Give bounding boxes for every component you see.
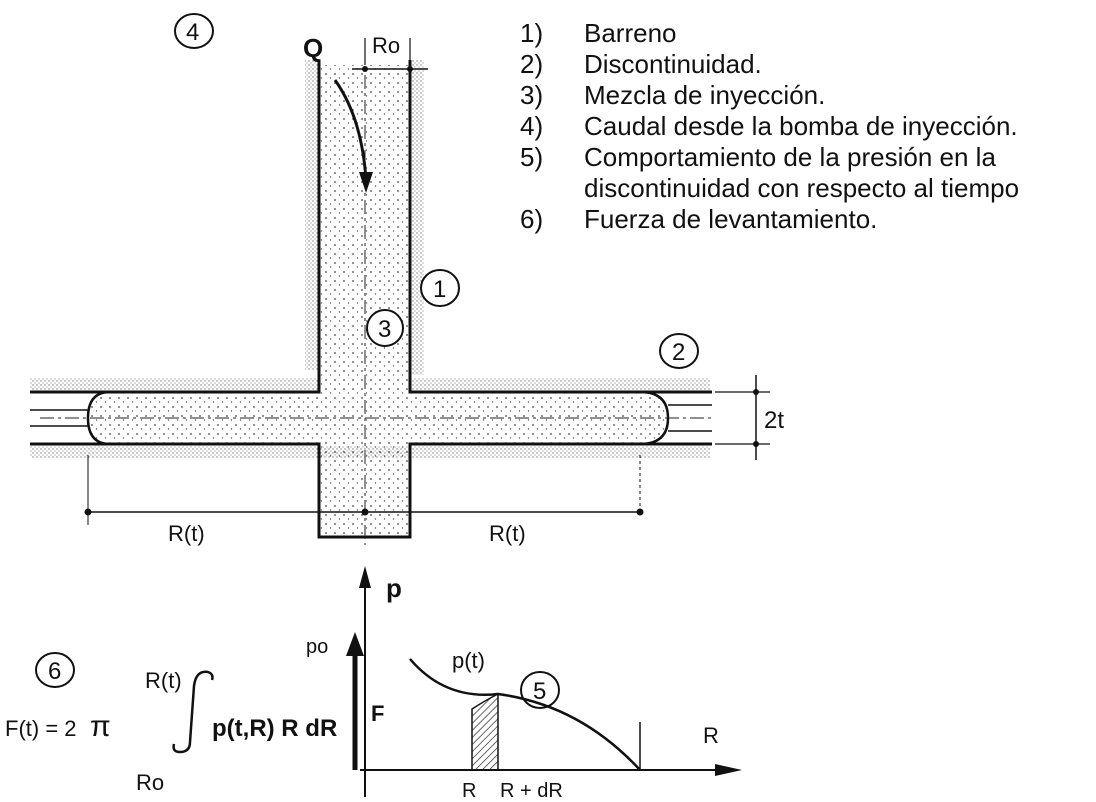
r-axis-label: R [703, 723, 719, 748]
legend-number: 5) [520, 142, 544, 172]
legend-item: 1) Barreno [520, 18, 1092, 49]
formula-lhs: F(t) = 2 [5, 716, 77, 741]
rt-dot-left [84, 508, 92, 516]
rock-shading-top-right [410, 378, 710, 392]
legend-text: Mezcla de inyección. [584, 80, 826, 110]
callout-4-circle [174, 13, 214, 49]
legend-item: 3) Mezcla de inyección. [520, 80, 1092, 111]
pressure-strip-hatched [471, 692, 499, 771]
formula-pi: π [90, 710, 111, 743]
legend-item: 5) Comportamiento de la presión en la di… [520, 142, 1092, 204]
force-arrowhead [346, 632, 364, 656]
integral-sign [172, 670, 214, 754]
flow-label: Q [303, 33, 323, 63]
callout-5-circle [520, 671, 560, 709]
pressure-curve [409, 658, 641, 771]
callout-2-circle [659, 333, 699, 369]
rock-shading-top-left [30, 378, 320, 392]
legend-text: Fuerza de levantamiento. [584, 204, 878, 234]
legend-text: Discontinuidad. [584, 49, 762, 79]
legend-text: Caudal desde la bomba de inyección. [584, 111, 1018, 141]
p0-label: po [306, 636, 328, 658]
aperture-dot-top [753, 389, 759, 395]
borehole-wall-right [408, 60, 712, 394]
borehole-wall-left [30, 60, 321, 394]
legend-list: 1) Barreno 2) Discontinuidad. 3) Mezcla … [520, 18, 1092, 235]
legend-number: 2) [520, 49, 544, 79]
legend-number: 1) [520, 18, 544, 48]
formula-upper-limit: R(t) [145, 668, 182, 693]
rt-dot-center [361, 508, 369, 516]
callout-6-label: 6 [48, 658, 61, 685]
legend-text: Comportamiento de la presión en la disco… [584, 142, 1020, 203]
callout-4-label: 4 [186, 19, 199, 46]
legend-number: 4) [520, 111, 544, 141]
pt-label: p(t) [452, 648, 485, 673]
rock-shading-right [410, 60, 424, 375]
grout-mix [88, 65, 668, 537]
r-axis-arrowhead [715, 764, 742, 776]
flow-arrow [333, 79, 368, 181]
formula-integrand: p(t,R) R dR [212, 715, 337, 742]
rock-shading-left [305, 60, 319, 370]
callout-3-circle [366, 309, 404, 347]
p-axis-arrowhead [359, 566, 371, 588]
ro-dot-left [362, 66, 368, 72]
formula-lower-limit: Ro [136, 770, 164, 795]
rt-dot-right [636, 508, 644, 516]
aperture-label: 2t [764, 407, 784, 434]
legend-item: 4) Caudal desde la bomba de inyección. [520, 111, 1092, 142]
p-axis-label: p [386, 573, 402, 603]
force-label: F [371, 701, 384, 726]
radius-t-right-label: R(t) [489, 521, 526, 546]
callout-5-label: 5 [533, 678, 546, 705]
legend-text: Barreno [584, 18, 677, 48]
tick-rdr-label: R + dR [500, 780, 563, 797]
tick-r-label: R [462, 780, 476, 797]
radius-label: Ro [372, 33, 400, 58]
aperture-dot-bottom [753, 441, 759, 447]
flow-arrowhead [359, 172, 373, 193]
callout-2-label: 2 [672, 339, 685, 366]
callout-1-label: 1 [433, 276, 446, 303]
legend-number: 3) [520, 80, 544, 110]
ro-dot-right [407, 66, 413, 72]
radius-t-left-label: R(t) [168, 521, 205, 546]
grout-front-left [86, 390, 111, 446]
callout-1-circle [420, 269, 460, 307]
legend-number: 6) [520, 204, 544, 234]
callout-6-circle [35, 652, 75, 688]
legend-item: 2) Discontinuidad. [520, 49, 1092, 80]
callout-3-label: 3 [378, 316, 391, 343]
legend-item: 6) Fuerza de levantamiento. [520, 204, 1092, 235]
